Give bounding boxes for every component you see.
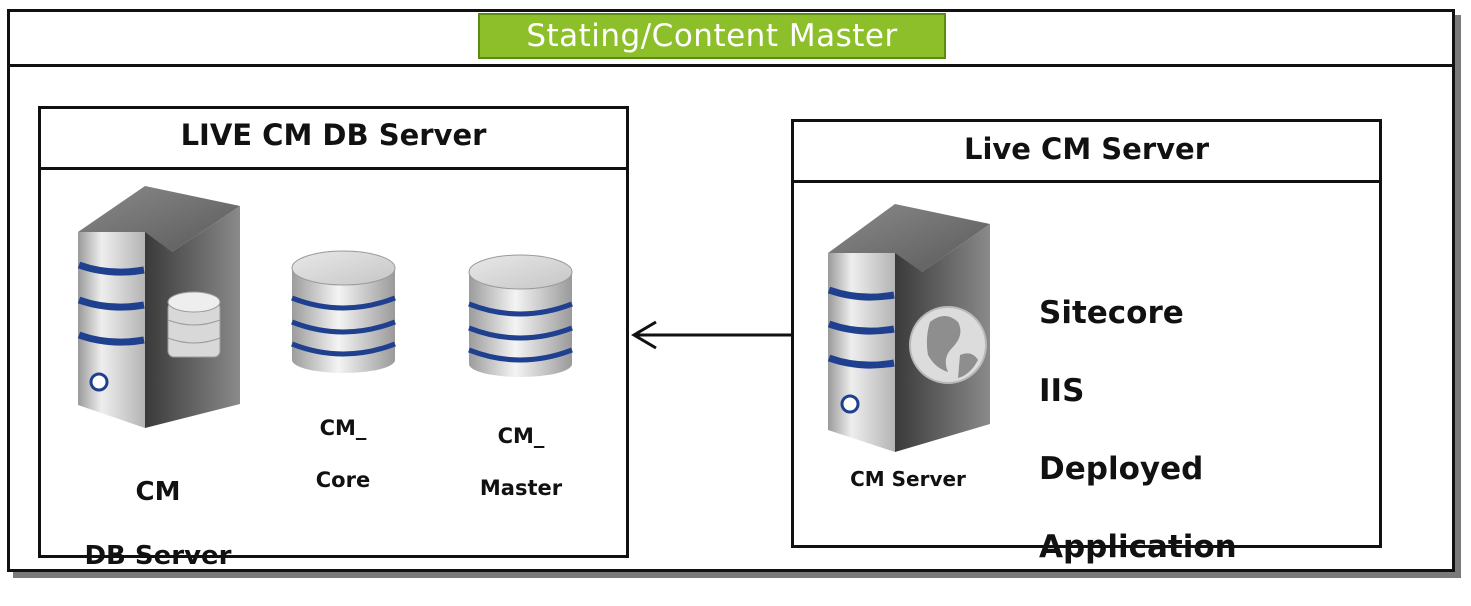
diagram-graphics <box>77 186 990 452</box>
detail-line: Application <box>1039 529 1237 565</box>
database-server-icon <box>77 186 240 428</box>
detail-line: IIS <box>1039 373 1085 409</box>
db-server-box-title: LIVE CM DB Server <box>41 109 626 170</box>
cm-server-box-title: Live CM Server <box>794 122 1379 183</box>
database-icon <box>291 250 396 373</box>
cm-master-label: CM_ Master <box>479 424 563 500</box>
environment-title: Stating/Content Master <box>478 13 946 59</box>
globe-icon <box>909 306 987 384</box>
detail-line: Sitecore <box>1039 295 1184 331</box>
db-server-label: CM DB Server <box>84 477 232 571</box>
cm-server-details: Sitecore IIS Deployed Application <box>1039 255 1279 606</box>
web-server-icon <box>827 204 990 452</box>
cm-server-label: CM Server <box>850 467 966 491</box>
detail-line: Deployed <box>1039 451 1204 487</box>
left-arrow <box>631 320 791 350</box>
database-icon <box>468 254 573 377</box>
cm-core-label: CM_ Core <box>315 416 371 492</box>
header-divider <box>7 64 1455 67</box>
